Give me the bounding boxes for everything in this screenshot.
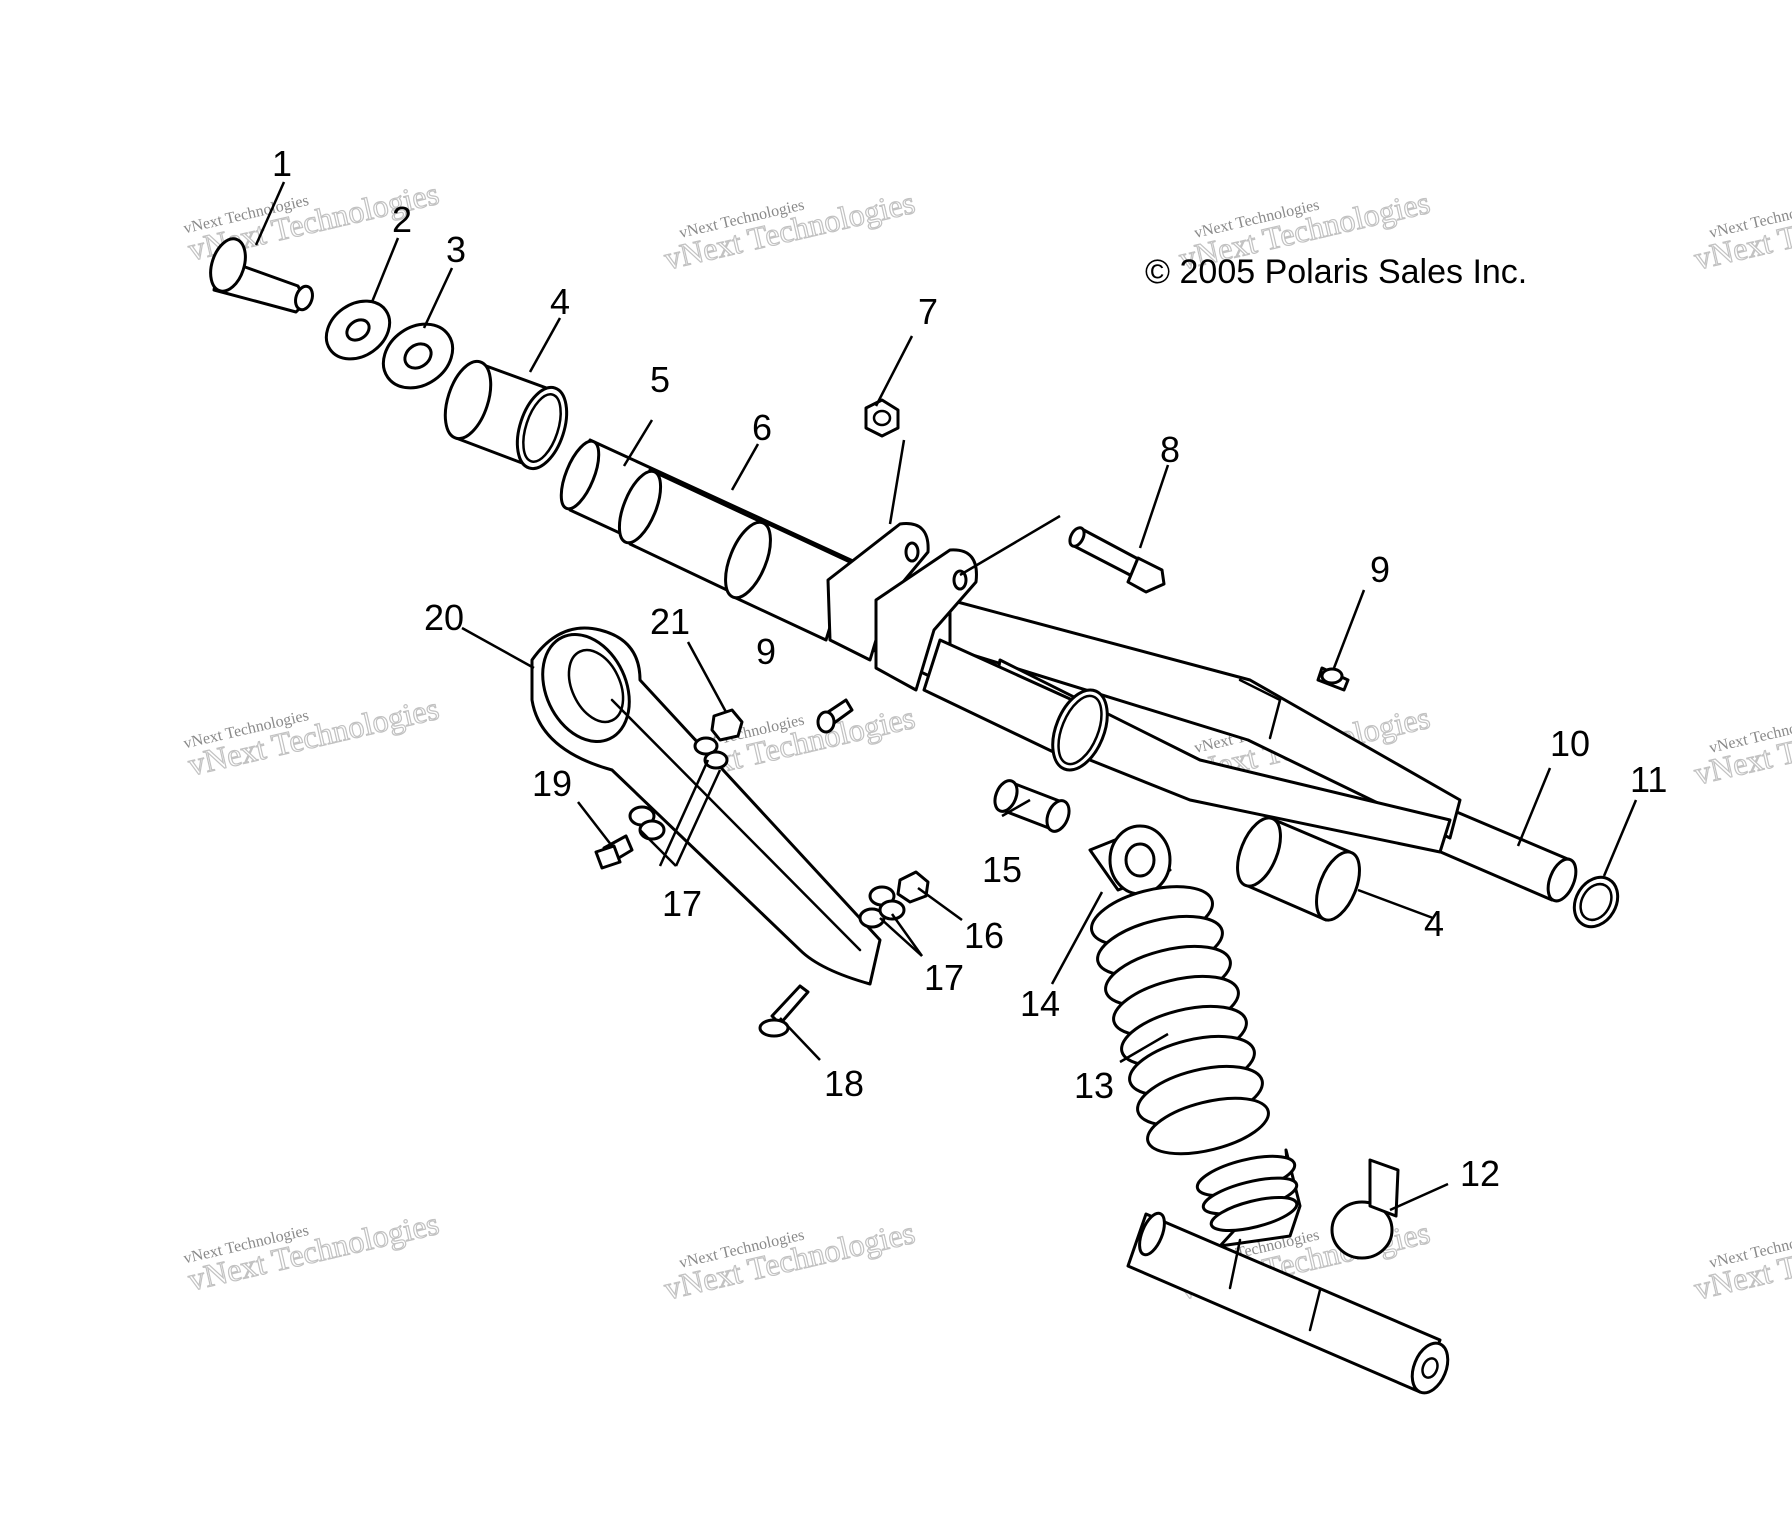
part-11-ring: [1572, 875, 1620, 929]
callout-15: 15: [982, 849, 1022, 890]
part-19-bolt: [594, 834, 634, 870]
part-7-nut: [864, 398, 900, 438]
callout-5: 5: [650, 359, 670, 400]
callout-21: 21: [650, 601, 690, 642]
part-17-washers: [628, 736, 906, 929]
callout-20: 20: [424, 597, 464, 638]
callouts: 1 2 3 4 5 6 7 8 9 9 10 11 4 12 13 14 15 …: [272, 143, 1667, 1194]
callout-17-left: 17: [662, 883, 702, 924]
tube-brackets: [826, 522, 978, 692]
part-9-grease-fitting-right: [1316, 666, 1350, 692]
part-13-shock-absorber: [1088, 824, 1400, 1260]
callout-1: 1: [272, 143, 292, 184]
part-18-bolt: [758, 984, 810, 1038]
part-1-bolt: [209, 237, 314, 314]
leader-lines: [254, 181, 1638, 1212]
callout-2: 2: [392, 199, 412, 240]
callout-3: 3: [446, 229, 466, 270]
part-21-nut: [710, 708, 744, 742]
copyright-notice: © 2005 Polaris Sales Inc.: [1145, 253, 1527, 291]
callout-19: 19: [532, 763, 572, 804]
callout-17-right: 17: [924, 957, 964, 998]
part-4-bushing-top: [443, 359, 569, 471]
callout-9-right: 9: [1370, 549, 1390, 590]
callout-18: 18: [824, 1063, 864, 1104]
callout-4-top: 4: [550, 281, 570, 322]
callout-6: 6: [752, 407, 772, 448]
parts: [209, 237, 1620, 1395]
callout-7: 7: [918, 291, 938, 332]
part-4-bushing-bottom: [1236, 816, 1361, 922]
callout-8: 8: [1160, 429, 1180, 470]
part-2-washer: [324, 299, 392, 361]
part-12-pin: [1126, 1211, 1450, 1395]
part-10-shaft: [1434, 808, 1578, 903]
tube-right-end: [922, 638, 1109, 772]
callout-9-left: 9: [756, 631, 776, 672]
callout-11: 11: [1630, 759, 1667, 800]
callout-12: 12: [1460, 1153, 1500, 1194]
part-8-bolt: [1068, 526, 1166, 594]
part-20-arm: [530, 626, 882, 986]
callout-4-bottom: 4: [1424, 903, 1444, 944]
part-15-bushing: [993, 779, 1071, 833]
callout-14: 14: [1020, 983, 1060, 1024]
part-3-washer: [381, 322, 455, 390]
callout-10: 10: [1550, 723, 1590, 764]
part-9-grease-fitting-left: [816, 698, 854, 734]
part-16-nut: [896, 870, 930, 904]
callout-16: 16: [964, 915, 1004, 956]
callout-13: 13: [1074, 1065, 1114, 1106]
